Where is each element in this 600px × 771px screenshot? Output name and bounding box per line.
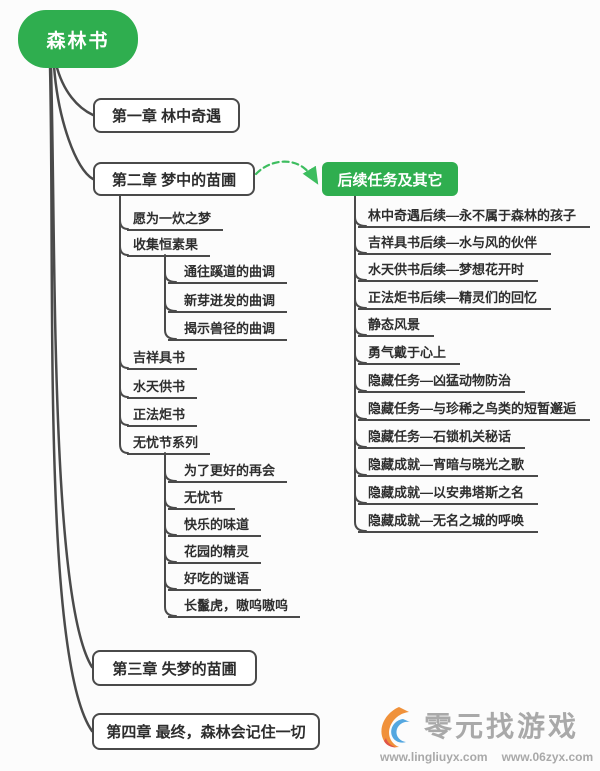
followup-item: 隐藏成就—宵暗与晓光之歌 bbox=[358, 457, 539, 477]
watermark-url-2: www.06zyx.com bbox=[501, 750, 594, 764]
quest-subitem: 无忧节 bbox=[168, 490, 236, 510]
dashed-link-arrow bbox=[254, 160, 319, 185]
followup-item: 正法炬书后续—精灵们的回忆 bbox=[358, 290, 552, 310]
chapter-3-label: 第三章 失梦的苗圃 bbox=[112, 660, 237, 678]
quest-subitem: 揭示兽径的曲调 bbox=[168, 321, 288, 341]
chapter-3-node: 第三章 失梦的苗圃 bbox=[92, 650, 257, 686]
chapter-1-label: 第一章 林中奇遇 bbox=[111, 108, 222, 125]
followup-item: 水天供书后续—梦想花开时 bbox=[358, 262, 539, 282]
followup-item: 隐藏成就—无名之城的呼唤 bbox=[358, 513, 539, 533]
flame-logo-icon bbox=[381, 707, 410, 748]
chapter-1-node: 第一章 林中奇遇 bbox=[93, 98, 240, 133]
chapter-2-label: 第二章 梦中的苗圃 bbox=[111, 171, 237, 189]
followup-node-label: 后续任务及其它 bbox=[337, 171, 443, 189]
quest-subitem: 快乐的味道 bbox=[168, 517, 262, 537]
quest-item: 正法炬书 bbox=[127, 407, 198, 427]
quest-item: 吉祥具书 bbox=[127, 350, 198, 370]
followup-item: 林中奇遇后续—永不属于森林的孩子 bbox=[358, 208, 591, 228]
chapter-4-label: 第四章 最终，森林会记住一切 bbox=[106, 724, 306, 741]
followup-item: 勇气戴于心上 bbox=[358, 345, 461, 365]
followup-item: 静态风景 bbox=[358, 317, 435, 337]
root-node: 森林书 bbox=[18, 10, 138, 68]
followup-node: 后续任务及其它 bbox=[322, 162, 458, 196]
followup-item: 隐藏任务—与珍稀之鸟类的短暂邂逅 bbox=[358, 401, 591, 421]
quest-subitem: 新芽迸发的曲调 bbox=[168, 293, 288, 313]
followup-item: 隐藏任务—石锁机关秘话 bbox=[358, 429, 526, 449]
watermark: 零元找游戏 www.lingliuyx.com www.06zyx.com bbox=[378, 706, 593, 768]
followup-item: 隐藏成就—以安弗塔斯之名 bbox=[358, 485, 539, 505]
followup-item: 隐藏任务—凶猛动物防治 bbox=[358, 373, 526, 393]
quest-subitem: 长鬣虎，嗷呜嗷呜 bbox=[168, 598, 301, 618]
quest-item: 无忧节系列 bbox=[127, 435, 211, 455]
quest-subitem: 为了更好的再会 bbox=[168, 463, 288, 483]
watermark-url-1: www.lingliuyx.com bbox=[380, 750, 488, 764]
quest-subitem: 花园的精灵 bbox=[168, 544, 262, 564]
root-node-label: 森林书 bbox=[46, 30, 110, 52]
quest-subitem: 通往蹊道的曲调 bbox=[168, 264, 288, 284]
watermark-brand: 零元找游戏 bbox=[424, 711, 580, 742]
quest-item: 水天供书 bbox=[127, 379, 198, 399]
quest-subitem: 好吃的谜语 bbox=[168, 571, 262, 591]
quest-item: 愿为一炊之梦 bbox=[127, 211, 224, 231]
quest-item: 收集恒素果 bbox=[127, 237, 211, 257]
chapter-4-node: 第四章 最终，森林会记住一切 bbox=[92, 713, 320, 750]
chapter-2-node: 第二章 梦中的苗圃 bbox=[93, 162, 255, 196]
followup-item: 吉祥具书后续—水与风的伙伴 bbox=[358, 235, 552, 255]
